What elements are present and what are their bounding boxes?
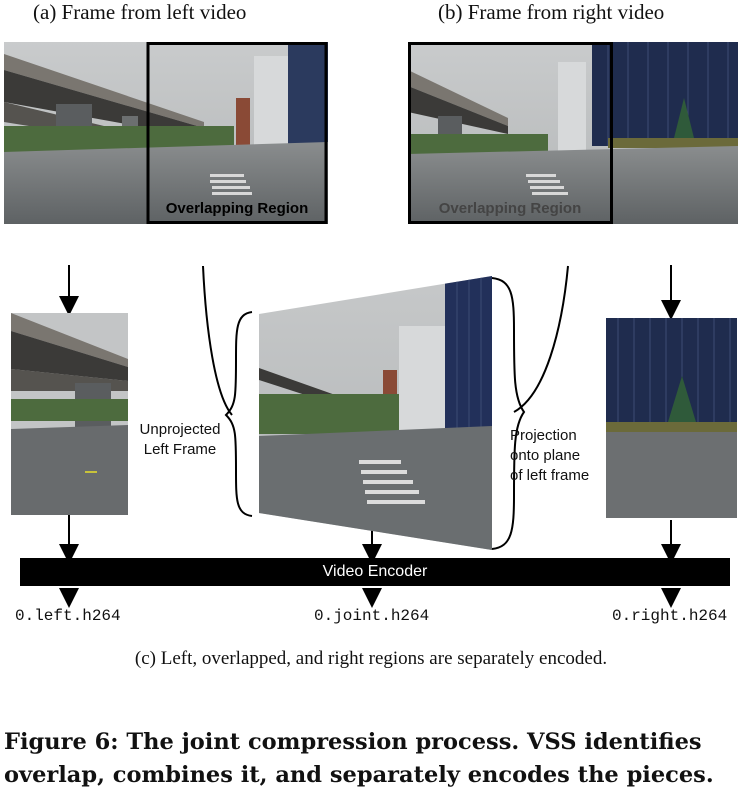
right-video-frame: Overlapping Region (408, 42, 738, 224)
unprojected-label: Unprojected Left Frame (128, 420, 232, 460)
projection-label-line1: Projection (510, 427, 577, 444)
caption-encoding: (c) Left, overlapped, and right regions … (134, 648, 608, 669)
left-video-frame: Overlapping Region (4, 42, 328, 224)
caption-left-video: (a) Frame from left video (33, 0, 247, 24)
projection-label-line3: of left frame (510, 467, 590, 484)
figure-title-line2: overlap, combines it, and separately enc… (4, 762, 714, 788)
unprojected-label-line2: Left Frame (143, 441, 217, 458)
curve-left-overlap (202, 265, 233, 416)
output-left-file: 0.left.h264 (15, 607, 121, 625)
projection-label-line2: onto plane (510, 447, 581, 464)
output-right-file: 0.right.h264 (612, 607, 728, 625)
brace-left (224, 311, 253, 517)
video-encoder-bar: Video Encoder (20, 558, 730, 586)
figure-title-line1: Figure 6: The joint compression process.… (4, 729, 702, 755)
figure-title: Figure 6: The joint compression process.… (4, 726, 714, 792)
output-joint-file: 0.joint.h264 (314, 607, 430, 625)
overlap-label-right: Overlapping Region (438, 200, 582, 217)
curve-right-overlap (513, 265, 569, 413)
caption-right-video: (b) Frame from right video (438, 0, 665, 24)
brace-right (491, 277, 526, 550)
right-piece-image (606, 318, 737, 518)
left-piece-image (11, 313, 128, 515)
projection-label: Projection onto plane of left frame (510, 426, 606, 486)
joint-piece-image (259, 276, 492, 550)
unprojected-label-line1: Unprojected (139, 421, 221, 438)
overlap-label-left: Overlapping Region (165, 200, 309, 217)
